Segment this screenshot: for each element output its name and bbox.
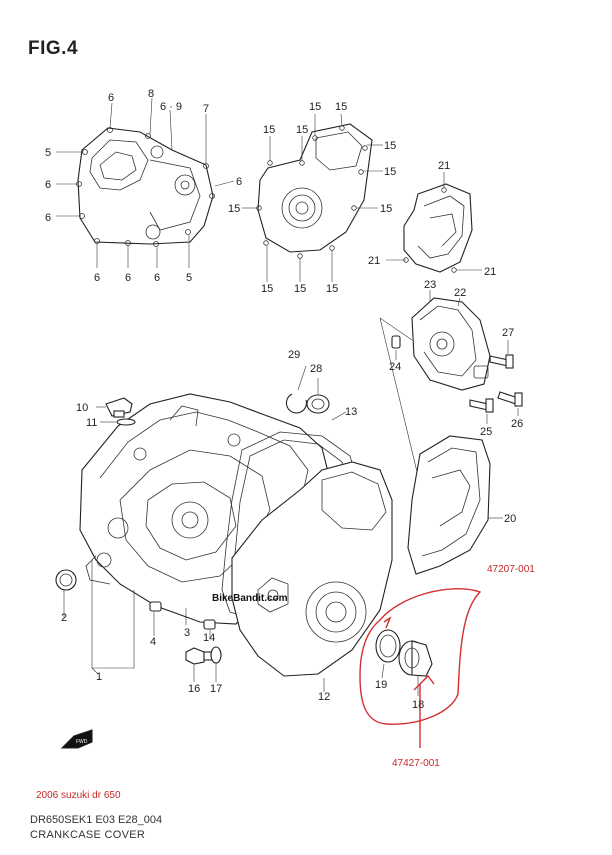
oil-filler-cap[interactable]	[105, 397, 133, 418]
callout-19: 19	[375, 679, 387, 691]
callout-20: 20	[504, 513, 516, 525]
clutch-release-cover[interactable]	[411, 297, 491, 391]
callout-13: 13	[345, 406, 357, 418]
callout-6: 6	[154, 272, 160, 284]
dowel-pin-14[interactable]	[203, 619, 216, 630]
callout-15: 15	[294, 283, 306, 295]
callout-6-9: 6 · 9	[160, 101, 182, 113]
circlip-29[interactable]	[285, 393, 307, 414]
callout-18: 18	[412, 699, 424, 711]
right-crankcase-cover[interactable]	[231, 461, 393, 677]
o-ring-11[interactable]	[116, 418, 136, 426]
callout-6: 6	[125, 272, 131, 284]
oil-seal-28[interactable]	[306, 394, 330, 414]
clutch-cover[interactable]	[77, 127, 214, 245]
callout-5: 5	[45, 147, 51, 159]
callout-15: 15	[309, 101, 321, 113]
callout-15: 15	[380, 203, 392, 215]
fwd-label: FWD	[76, 739, 88, 745]
drain-plug-2[interactable]	[55, 569, 77, 591]
dowel-pin-24[interactable]	[391, 335, 401, 349]
callout-17: 17	[210, 683, 222, 695]
callout-2: 2	[61, 612, 67, 624]
generator-cover-leaders	[242, 113, 383, 282]
engine-sprocket-cover[interactable]	[407, 435, 503, 575]
drain-bolt-16[interactable]	[185, 647, 215, 665]
callout-6: 6	[108, 92, 114, 104]
callout-6: 6	[45, 212, 51, 224]
clutch-cover-bolts	[76, 127, 215, 247]
release-cover-leaders	[379, 290, 519, 477]
callout-15: 15	[384, 140, 396, 152]
dowel-pin-4[interactable]	[149, 601, 162, 612]
watermark-text: BikeBandit.com	[212, 593, 288, 604]
callout-15: 15	[261, 283, 273, 295]
generator-cover[interactable]	[257, 123, 373, 253]
callout-21: 21	[368, 255, 380, 267]
callout-16: 16	[188, 683, 200, 695]
callout-28: 28	[310, 363, 322, 375]
callout-15: 15	[263, 124, 275, 136]
callout-25: 25	[480, 426, 492, 438]
callout-15: 15	[326, 283, 338, 295]
callout-8: 8	[148, 88, 154, 100]
callout-21: 21	[484, 266, 496, 278]
callout-6: 6	[45, 179, 51, 191]
o-ring-19[interactable]	[375, 629, 401, 663]
sprocket-cover-plate[interactable]	[403, 183, 473, 273]
callout-4: 4	[150, 636, 156, 648]
callout-6: 6	[236, 176, 242, 188]
callout-12: 12	[318, 691, 330, 703]
callout-1: 1	[96, 671, 102, 683]
red-annotation-circle	[359, 588, 482, 748]
sprocket-cover-leaders	[386, 172, 482, 273]
callout-11: 11	[86, 417, 97, 429]
crankcase-cap-18[interactable]	[398, 640, 433, 677]
callout-15: 15	[384, 166, 396, 178]
callout-22: 22	[454, 287, 466, 299]
clutch-cover-leaders	[56, 97, 235, 268]
callout-26: 26	[511, 418, 523, 430]
callout-23: 23	[424, 279, 436, 291]
bolt-27[interactable]	[489, 354, 514, 369]
callout-5: 5	[186, 272, 192, 284]
callout-14: 14	[203, 632, 215, 644]
callout-24: 24	[389, 361, 401, 373]
callout-21: 21	[438, 160, 450, 172]
part-number-annotation-top: 47207-001	[487, 564, 535, 575]
callout-15: 15	[296, 124, 308, 136]
part-number-annotation-bottom: 47427-001	[392, 758, 440, 769]
callout-29: 29	[288, 349, 300, 361]
bolt-26[interactable]	[497, 391, 523, 407]
callout-7: 7	[203, 103, 209, 115]
callout-15: 15	[228, 203, 240, 215]
main-body-leaders	[63, 365, 419, 696]
callout-15: 15	[335, 101, 347, 113]
callout-numbers: 6 8 6 · 9 7 5 6 6 6 6 6 6 5 15 15 15 15 …	[45, 88, 523, 711]
handwritten-model-note: 2006 suzuki dr 650	[36, 790, 121, 801]
model-code: DR650SEK1 E03 E28_004	[30, 814, 163, 826]
section-title: CRANKCASE COVER	[30, 829, 146, 841]
callout-6: 6	[94, 272, 100, 284]
callout-10: 10	[76, 402, 88, 414]
figure-title: FIG.4	[28, 38, 79, 59]
gasket-17[interactable]	[210, 646, 222, 664]
callout-3: 3	[184, 627, 190, 639]
fwd-direction-arrow: FWD	[60, 729, 93, 749]
callout-27: 27	[502, 327, 514, 339]
bolt-25[interactable]	[469, 398, 494, 413]
